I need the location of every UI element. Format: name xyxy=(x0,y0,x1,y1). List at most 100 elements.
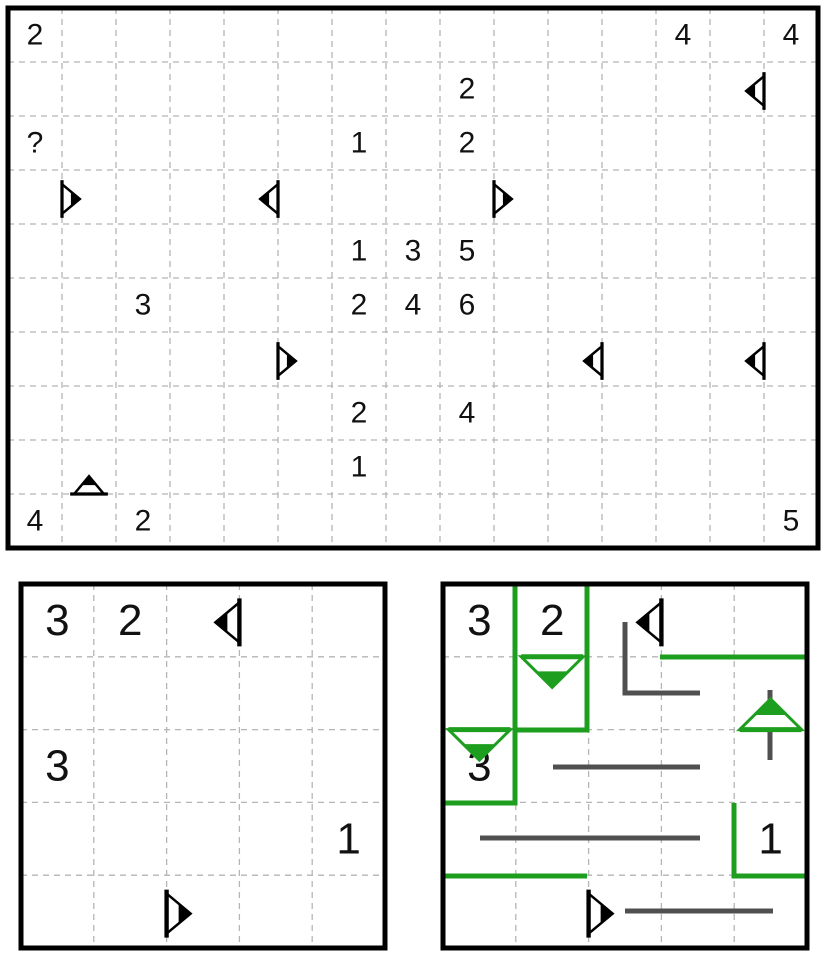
grid-cell[interactable] xyxy=(8,62,62,116)
grid-cell[interactable] xyxy=(656,332,710,386)
grid-cell[interactable] xyxy=(764,224,818,278)
grid-cell[interactable] xyxy=(494,332,548,386)
grid-cell[interactable] xyxy=(710,116,764,170)
grid-cell[interactable] xyxy=(443,657,516,730)
grid-cell[interactable] xyxy=(764,278,818,332)
grid-cell[interactable] xyxy=(710,278,764,332)
grid-cell[interactable] xyxy=(116,440,170,494)
grid-cell[interactable] xyxy=(656,62,710,116)
grid-cell[interactable] xyxy=(21,875,94,948)
grid-cell[interactable] xyxy=(8,332,62,386)
grid-cell[interactable] xyxy=(386,386,440,440)
grid-cell[interactable] xyxy=(440,8,494,62)
grid-cell[interactable] xyxy=(710,170,764,224)
grid-cell[interactable] xyxy=(116,8,170,62)
grid-cell[interactable] xyxy=(116,170,170,224)
grid-cell[interactable] xyxy=(386,116,440,170)
grid-cell[interactable] xyxy=(764,386,818,440)
grid-cell[interactable] xyxy=(239,657,312,730)
grid-cell[interactable] xyxy=(278,62,332,116)
grid-cell[interactable] xyxy=(8,224,62,278)
grid-cell[interactable] xyxy=(548,494,602,548)
grid-cell[interactable] xyxy=(278,224,332,278)
grid-cell[interactable] xyxy=(167,802,240,875)
grid-cell[interactable] xyxy=(8,386,62,440)
grid-cell[interactable] xyxy=(332,62,386,116)
grid-cell[interactable] xyxy=(548,62,602,116)
grid-cell[interactable] xyxy=(548,440,602,494)
grid-cell[interactable] xyxy=(312,730,385,803)
grid-cell[interactable] xyxy=(764,332,818,386)
grid-cell[interactable] xyxy=(239,802,312,875)
grid-cell[interactable] xyxy=(602,386,656,440)
grid-cell[interactable] xyxy=(516,875,589,948)
grid-cell[interactable] xyxy=(94,802,167,875)
grid-cell[interactable] xyxy=(224,116,278,170)
grid-cell[interactable] xyxy=(386,494,440,548)
grid-cell[interactable] xyxy=(278,278,332,332)
grid-cell[interactable] xyxy=(170,116,224,170)
grid-cell[interactable] xyxy=(602,494,656,548)
grid-cell[interactable] xyxy=(656,440,710,494)
grid-cell[interactable] xyxy=(710,494,764,548)
grid-cell[interactable] xyxy=(62,332,116,386)
grid-cell[interactable] xyxy=(170,224,224,278)
grid-cell[interactable] xyxy=(278,116,332,170)
grid-cell[interactable] xyxy=(21,802,94,875)
grid-cell[interactable] xyxy=(710,440,764,494)
grid-cell[interactable] xyxy=(548,278,602,332)
grid-cell[interactable] xyxy=(602,170,656,224)
grid-cell[interactable] xyxy=(170,386,224,440)
grid-cell[interactable] xyxy=(386,170,440,224)
grid-cell[interactable] xyxy=(332,494,386,548)
grid-cell[interactable] xyxy=(224,8,278,62)
grid-cell[interactable] xyxy=(62,116,116,170)
grid-cell[interactable] xyxy=(656,116,710,170)
grid-cell[interactable] xyxy=(94,730,167,803)
grid-cell[interactable] xyxy=(224,278,278,332)
grid-cell[interactable] xyxy=(710,386,764,440)
grid-cell[interactable] xyxy=(239,875,312,948)
grid-cell[interactable] xyxy=(62,278,116,332)
grid-cell[interactable] xyxy=(278,440,332,494)
grid-cell[interactable] xyxy=(116,224,170,278)
grid-cell[interactable] xyxy=(224,386,278,440)
grid-cell[interactable] xyxy=(94,657,167,730)
grid-cell[interactable] xyxy=(278,494,332,548)
grid-cell[interactable] xyxy=(494,386,548,440)
grid-cell[interactable] xyxy=(224,224,278,278)
grid-cell[interactable] xyxy=(710,8,764,62)
grid-cell[interactable] xyxy=(443,875,516,948)
grid-cell[interactable] xyxy=(224,62,278,116)
grid-cell[interactable] xyxy=(764,440,818,494)
grid-cell[interactable] xyxy=(332,332,386,386)
grid-cell[interactable] xyxy=(278,8,332,62)
grid-cell[interactable] xyxy=(602,224,656,278)
grid-cell[interactable] xyxy=(8,278,62,332)
grid-cell[interactable] xyxy=(224,494,278,548)
grid-cell[interactable] xyxy=(440,440,494,494)
grid-cell[interactable] xyxy=(656,386,710,440)
grid-cell[interactable] xyxy=(224,332,278,386)
grid-cell[interactable] xyxy=(8,170,62,224)
grid-cell[interactable] xyxy=(440,170,494,224)
grid-cell[interactable] xyxy=(494,62,548,116)
grid-cell[interactable] xyxy=(170,440,224,494)
grid-cell[interactable] xyxy=(386,8,440,62)
grid-cell[interactable] xyxy=(116,386,170,440)
grid-cell[interactable] xyxy=(764,170,818,224)
grid-cell[interactable] xyxy=(440,332,494,386)
grid-cell[interactable] xyxy=(312,584,385,657)
grid-cell[interactable] xyxy=(278,170,332,224)
grid-cell[interactable] xyxy=(494,224,548,278)
grid-cell[interactable] xyxy=(656,494,710,548)
grid-cell[interactable] xyxy=(332,170,386,224)
grid-cell[interactable] xyxy=(548,170,602,224)
grid-cell[interactable] xyxy=(661,584,734,657)
grid-cell[interactable] xyxy=(602,62,656,116)
grid-cell[interactable] xyxy=(62,224,116,278)
grid-cell[interactable] xyxy=(116,332,170,386)
grid-cell[interactable] xyxy=(548,116,602,170)
